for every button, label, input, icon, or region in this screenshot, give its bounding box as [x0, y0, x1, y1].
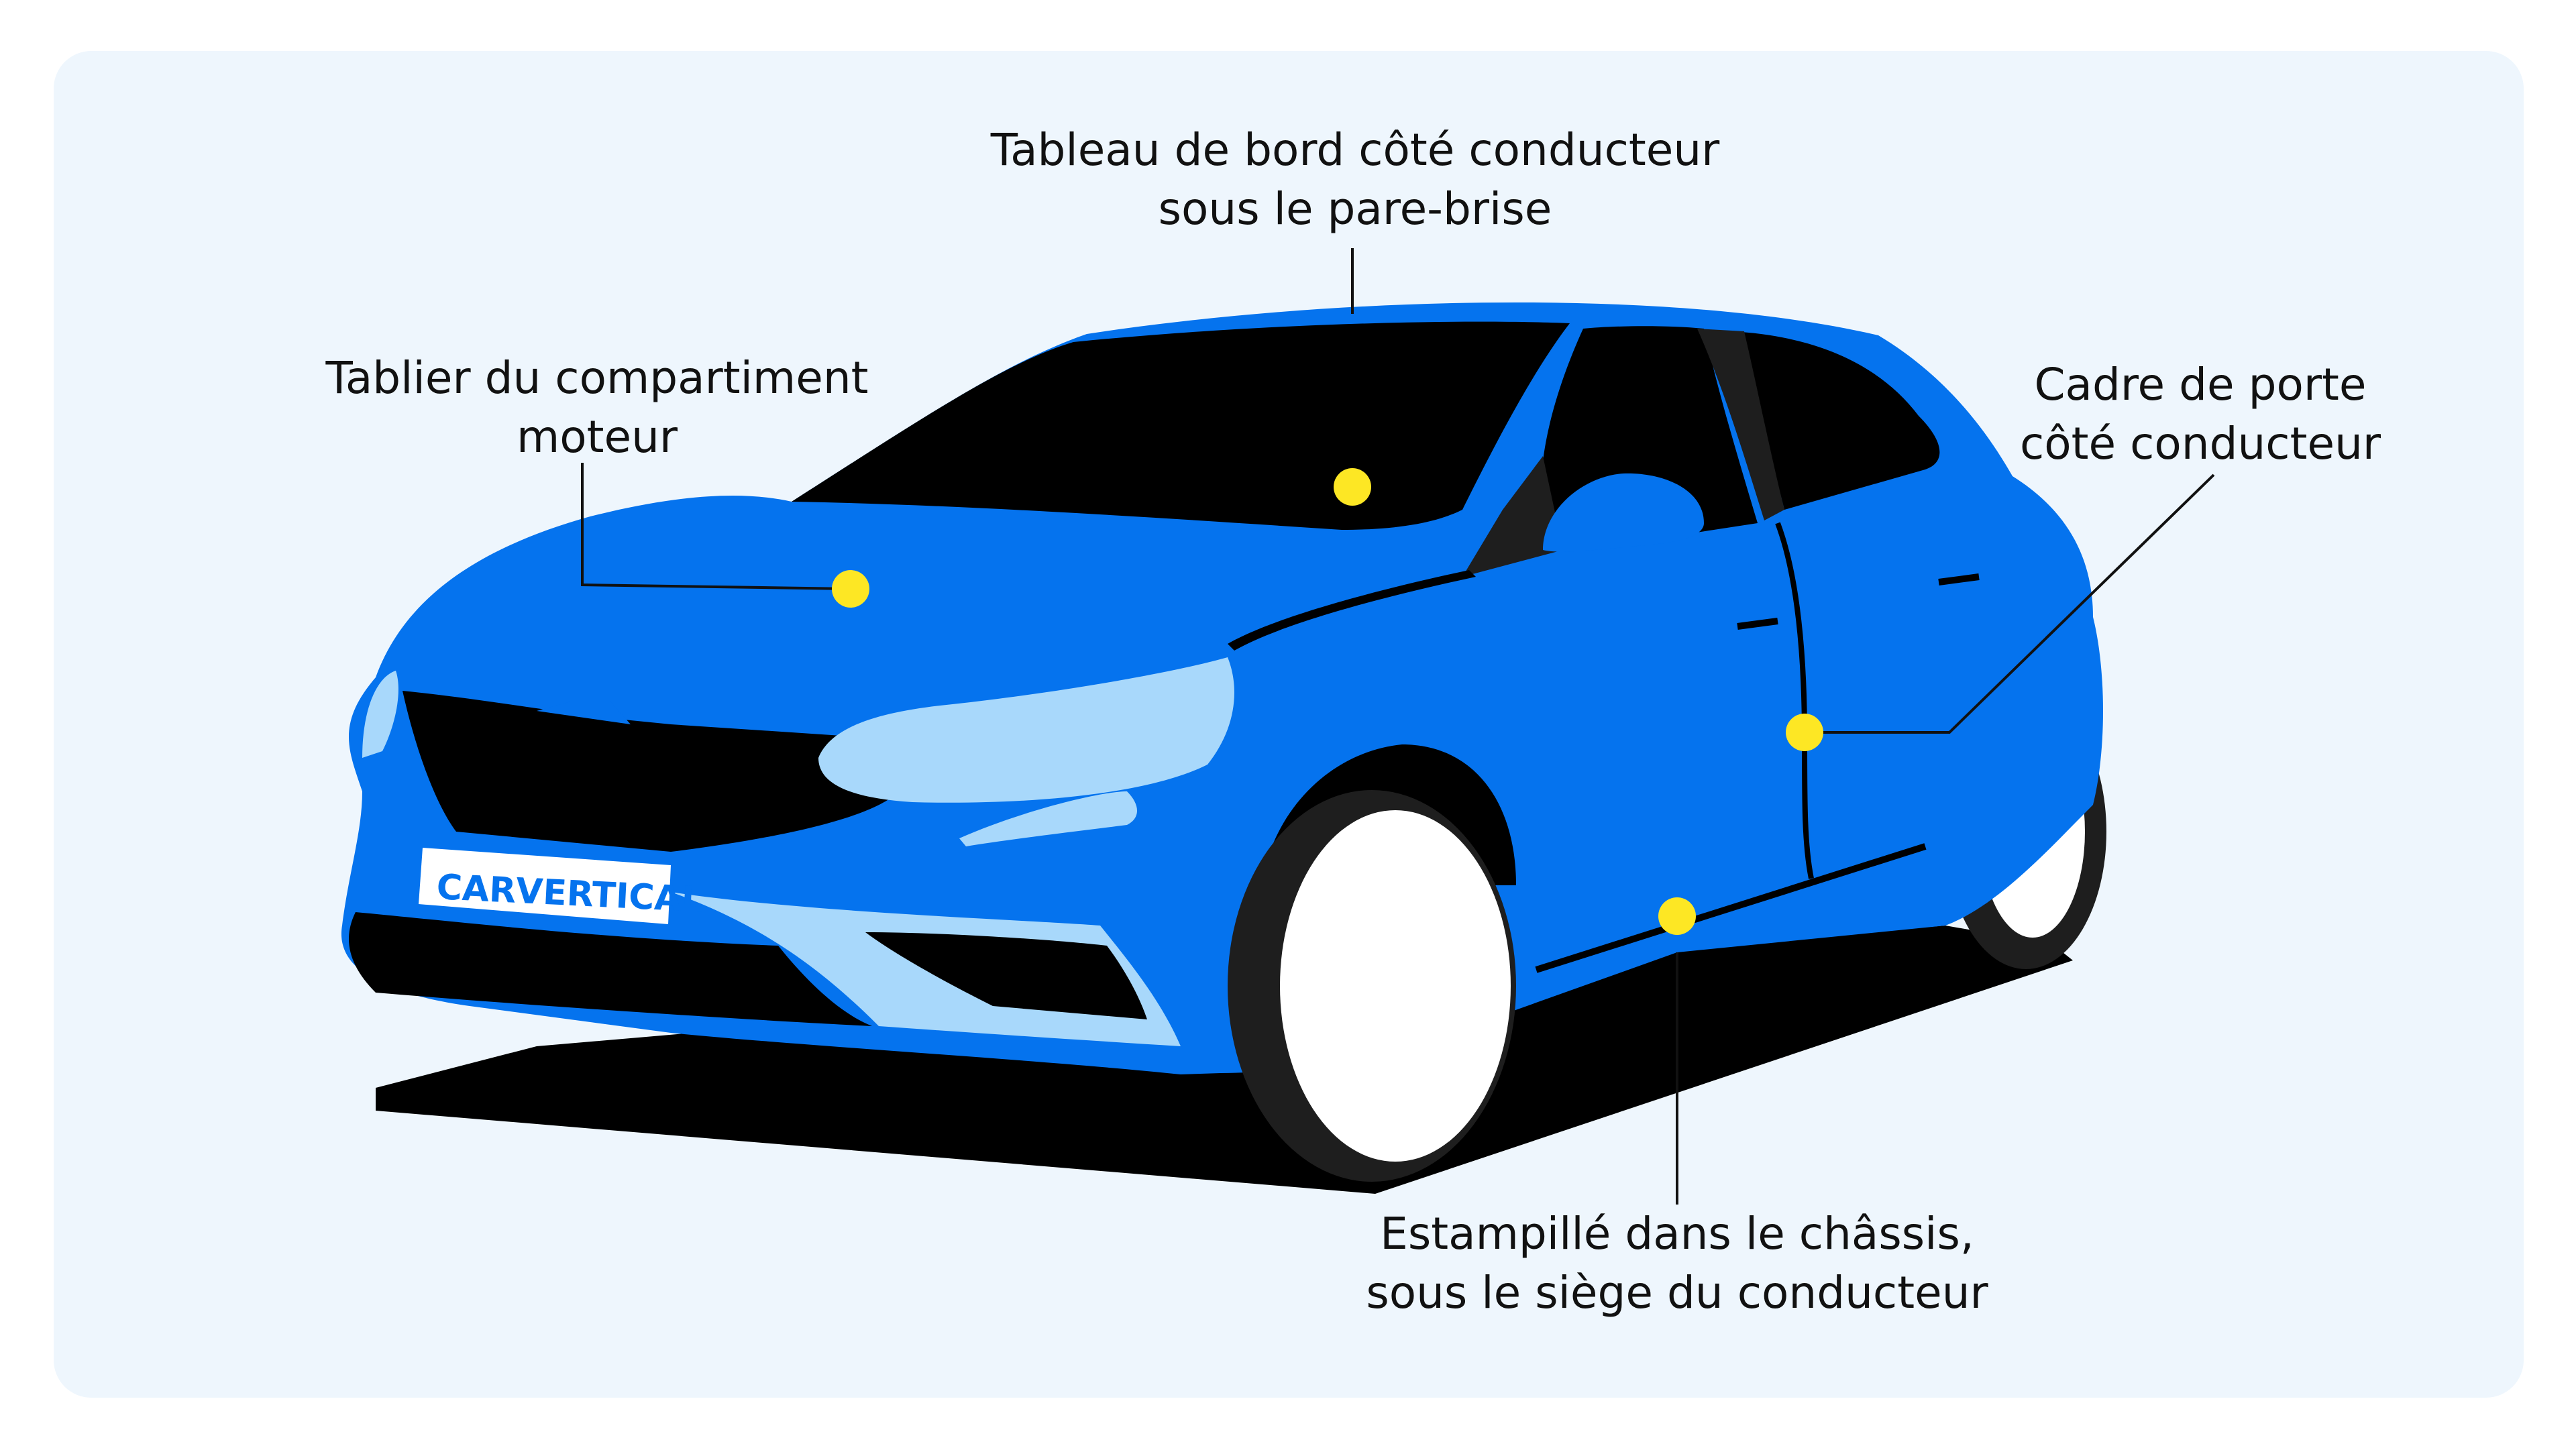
front-wheel	[1228, 790, 1516, 1182]
label-chassis: Estampillé dans le châssis, sous le sièg…	[1301, 1205, 2053, 1323]
marker-dashboard	[1334, 468, 1371, 506]
label-bulkhead-line1: Tablier du compartiment	[268, 349, 926, 408]
label-dashboard: Tableau de bord côté conducteur sous le …	[946, 121, 1764, 239]
label-dashboard-line2: sous le pare-brise	[946, 180, 1764, 239]
label-door-line2: côté conducteur	[1959, 414, 2442, 473]
label-chassis-line2: sous le siège du conducteur	[1301, 1264, 2053, 1323]
label-bulkhead-line2: moteur	[268, 408, 926, 467]
marker-chassis	[1658, 897, 1696, 935]
marker-door	[1786, 714, 1823, 751]
label-door: Cadre de porte côté conducteur	[1959, 355, 2442, 473]
label-chassis-line1: Estampillé dans le châssis,	[1301, 1205, 2053, 1264]
label-bulkhead: Tablier du compartiment moteur	[268, 349, 926, 467]
label-door-line1: Cadre de porte	[1959, 355, 2442, 414]
label-dashboard-line1: Tableau de bord côté conducteur	[946, 121, 1764, 180]
marker-bulkhead	[832, 570, 869, 608]
